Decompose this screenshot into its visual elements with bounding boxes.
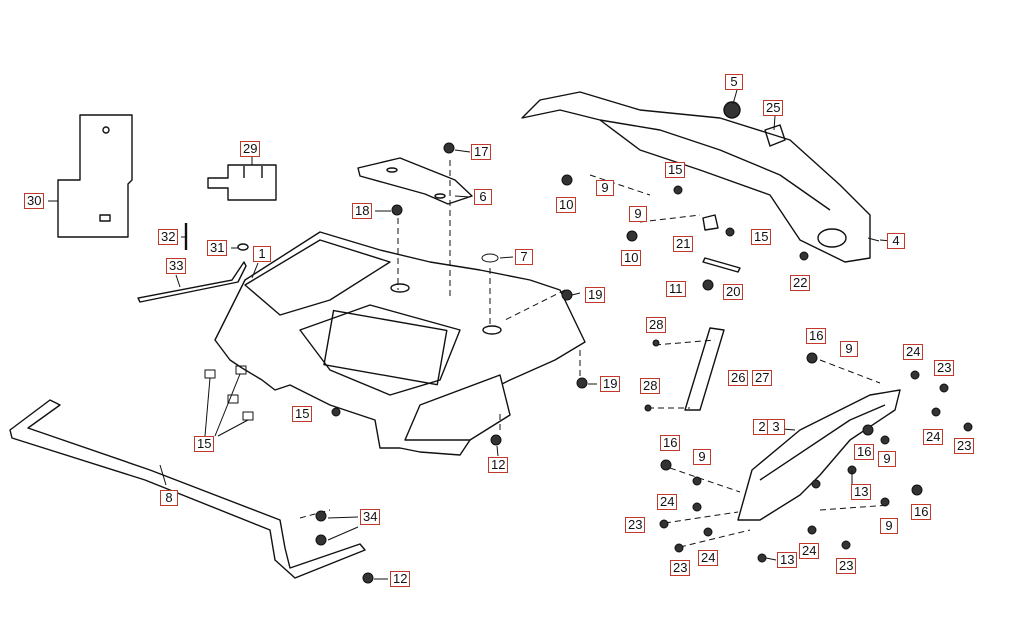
part-33-rod bbox=[137, 261, 247, 303]
part-31-clip bbox=[237, 243, 249, 251]
callout-33: 33 bbox=[166, 258, 187, 274]
part-29-bracket bbox=[207, 164, 277, 201]
callout-32: 32 bbox=[158, 229, 179, 245]
callout-12: 12 bbox=[488, 457, 509, 473]
callout-19: 19 bbox=[585, 287, 606, 303]
callout-23: 23 bbox=[836, 558, 857, 574]
callout-29: 29 bbox=[240, 141, 261, 157]
callout-5: 5 bbox=[725, 74, 743, 90]
callout-25: 25 bbox=[763, 100, 784, 116]
callout-21: 21 bbox=[673, 236, 694, 252]
callout-9: 9 bbox=[596, 180, 614, 196]
callout-4: 4 bbox=[887, 233, 905, 249]
callout-9: 9 bbox=[840, 341, 858, 357]
part-25-clip bbox=[764, 124, 786, 147]
callout-15: 15 bbox=[751, 229, 772, 245]
callout-17: 17 bbox=[471, 144, 492, 160]
callout-31: 31 bbox=[207, 240, 228, 256]
callout-16: 16 bbox=[806, 328, 827, 344]
part-4-cover bbox=[521, 91, 871, 263]
callout-9: 9 bbox=[629, 206, 647, 222]
callout-9: 9 bbox=[880, 518, 898, 534]
callout-16: 16 bbox=[911, 504, 932, 520]
callout-15: 15 bbox=[194, 436, 215, 452]
callout-24: 24 bbox=[698, 550, 719, 566]
callout-15: 15 bbox=[665, 162, 686, 178]
callout-18: 18 bbox=[352, 203, 373, 219]
callout-34: 34 bbox=[360, 509, 381, 525]
callout-11: 11 bbox=[666, 281, 686, 297]
part-6-plate bbox=[357, 157, 473, 205]
part-2-guard bbox=[737, 389, 901, 521]
callout-8: 8 bbox=[160, 490, 178, 506]
callout-24: 24 bbox=[923, 429, 944, 445]
callout-30: 30 bbox=[24, 193, 45, 209]
callout-1: 1 bbox=[253, 246, 271, 262]
callout-24: 24 bbox=[657, 494, 678, 510]
callout-24: 24 bbox=[799, 543, 820, 559]
part-20-strip bbox=[702, 257, 741, 273]
callout-15: 15 bbox=[292, 406, 313, 422]
part-8-frame bbox=[9, 399, 366, 579]
part-30-panel bbox=[57, 114, 133, 238]
part-21-clip bbox=[702, 214, 719, 231]
callout-20: 20 bbox=[723, 284, 744, 300]
callout-23: 23 bbox=[670, 560, 691, 576]
callout-26: 26 bbox=[728, 370, 749, 386]
callout-7: 7 bbox=[515, 249, 533, 265]
callout-28: 28 bbox=[640, 378, 661, 394]
part-5-cap bbox=[723, 101, 741, 119]
callout-3: 3 bbox=[767, 419, 785, 435]
callout-13: 13 bbox=[851, 484, 872, 500]
callout-27: 27 bbox=[752, 370, 773, 386]
callout-9: 9 bbox=[693, 449, 711, 465]
callout-12: 12 bbox=[390, 571, 411, 587]
callout-9: 9 bbox=[878, 451, 896, 467]
callout-10: 10 bbox=[621, 250, 642, 266]
callout-16: 16 bbox=[854, 444, 875, 460]
callout-13: 13 bbox=[777, 552, 798, 568]
callout-23: 23 bbox=[625, 517, 646, 533]
callout-24: 24 bbox=[903, 344, 924, 360]
callout-16: 16 bbox=[660, 435, 681, 451]
callout-6: 6 bbox=[474, 189, 492, 205]
callout-19: 19 bbox=[600, 376, 621, 392]
callout-23: 23 bbox=[934, 360, 955, 376]
callout-23: 23 bbox=[954, 438, 975, 454]
part-26-bracket bbox=[684, 327, 725, 411]
callout-10: 10 bbox=[556, 197, 577, 213]
callout-28: 28 bbox=[646, 317, 667, 333]
callout-22: 22 bbox=[790, 275, 811, 291]
